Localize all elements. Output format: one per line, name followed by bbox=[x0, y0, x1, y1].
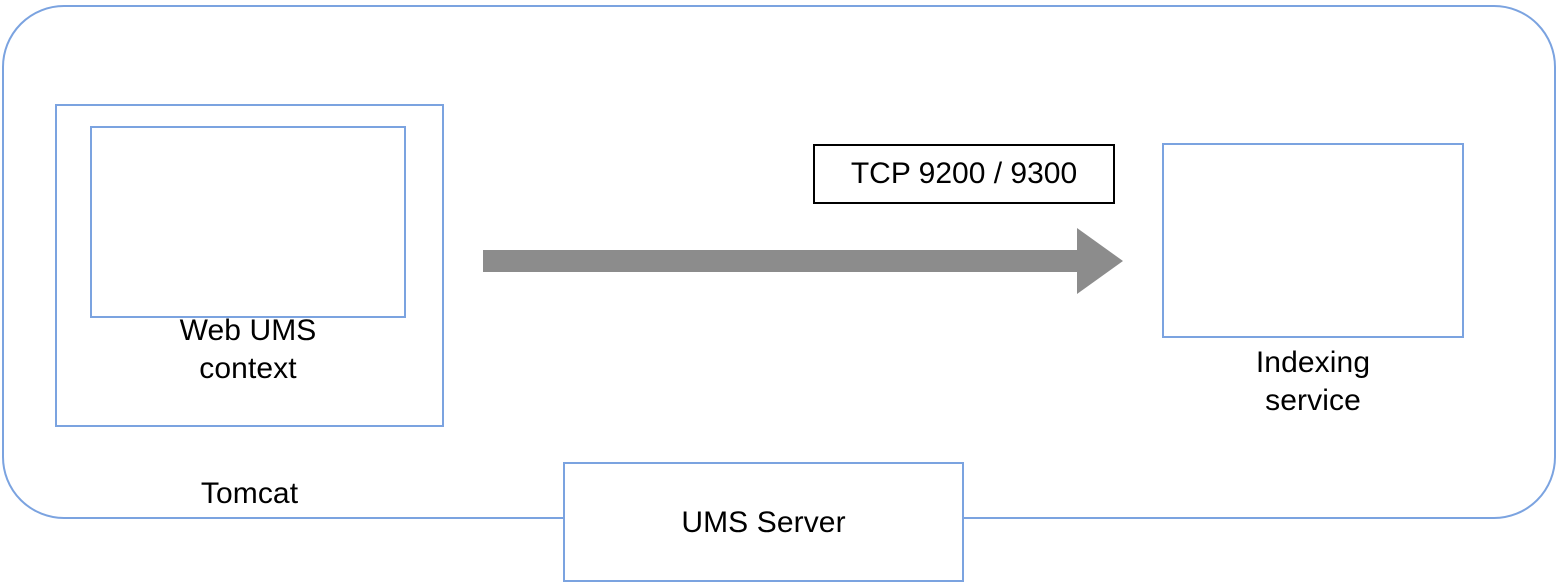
ums-server-label: UMS Server bbox=[681, 506, 846, 539]
web-ums-context-box[interactable]: Web UMS context bbox=[90, 126, 406, 385]
tcp-port-label-box[interactable]: TCP 9200 / 9300 bbox=[813, 144, 1115, 204]
tcp-port-label-text: TCP 9200 / 9300 bbox=[850, 157, 1078, 190]
indexing-service-box[interactable]: Indexing service bbox=[1162, 143, 1464, 417]
tomcat-label: Tomcat bbox=[200, 477, 299, 510]
tcp-flow-arrow-icon bbox=[483, 228, 1123, 294]
indexing-service-label: Indexing service bbox=[1255, 346, 1371, 417]
web-ums-context-label: Web UMS context bbox=[179, 314, 317, 385]
ums-server-box[interactable]: UMS Server bbox=[563, 462, 964, 582]
